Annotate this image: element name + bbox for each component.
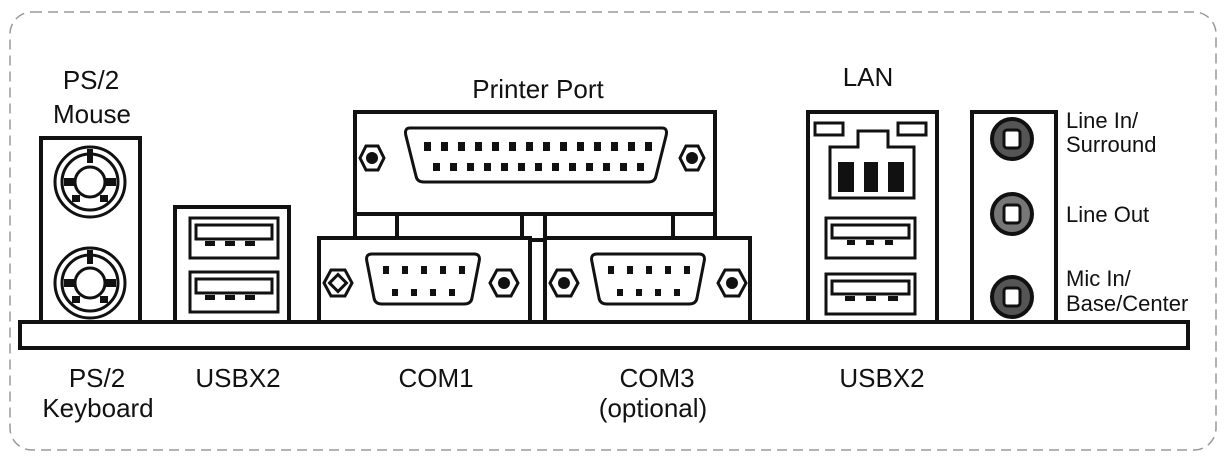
base-plate: [18, 320, 1190, 350]
line-in-label: Line In/: [1066, 108, 1139, 133]
ps2-keyboard-port: [53, 246, 127, 320]
ps2-mouse-port: [53, 145, 127, 219]
mic-in-label: Base/Center: [1066, 291, 1188, 316]
lan-label: LAN: [843, 62, 894, 92]
ps2-keyboard-label: PS/2: [69, 363, 125, 393]
mic-in-label: Mic In/: [1066, 266, 1132, 291]
usb-left-label: USBX2: [195, 363, 280, 393]
usb-right-label: USBX2: [839, 363, 924, 393]
com3-label: COM3: [619, 363, 694, 393]
com3-optional-label: (optional): [599, 393, 707, 423]
com1-label: COM1: [398, 363, 473, 393]
line-in-label: Surround: [1066, 132, 1157, 157]
ps2-keyboard-label: Keyboard: [42, 393, 153, 423]
dashed-border: [9, 11, 1217, 451]
printer-port-label: Printer Port: [472, 74, 604, 104]
usb-left-ports: [173, 205, 291, 326]
line-in-jack: [990, 117, 1034, 161]
ps2-mouse-label: PS/2: [63, 65, 119, 95]
lan-usb-ports: [806, 110, 939, 326]
line-out-jack: [990, 192, 1034, 236]
com1-port: [317, 236, 532, 326]
ps2-ports: [39, 136, 142, 326]
printer-port: [353, 110, 717, 242]
mic-in-jack: [990, 275, 1034, 319]
line-out-label: Line Out: [1066, 202, 1149, 227]
ps2-mouse-label: Mouse: [53, 99, 131, 129]
audio-jacks: [970, 110, 1058, 326]
com3-port: [543, 236, 752, 326]
